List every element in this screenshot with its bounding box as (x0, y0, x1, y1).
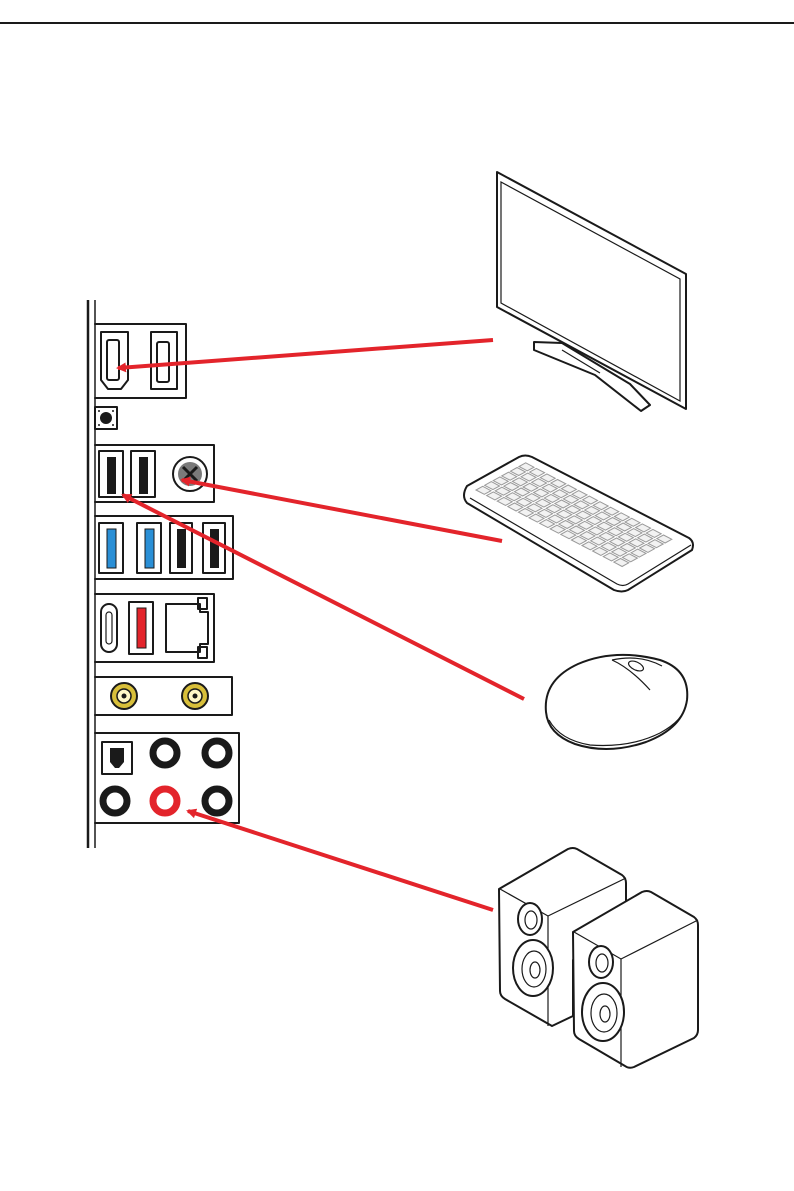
monitor-icon (497, 172, 686, 411)
rear-io-panel (88, 300, 239, 848)
optical-spdif-port-icon (102, 742, 132, 774)
keyboard-icon (464, 456, 693, 592)
audio-jack-icon (153, 789, 177, 813)
usb-port-icon (99, 523, 123, 573)
clear-cmos-button-icon (95, 407, 117, 429)
video-port-block (95, 324, 186, 398)
connection-arrows (118, 340, 524, 910)
arrow-monitor-to-hdmi (118, 340, 493, 368)
audio-jack-icon (103, 789, 127, 813)
audio-jack-icon (205, 741, 229, 765)
arrow-mouse-to-usb (123, 495, 524, 699)
hdmi-port-icon (101, 332, 128, 389)
speakers-icon (499, 848, 698, 1068)
usb-port-icon (203, 523, 225, 573)
audio-jack-icon (205, 789, 229, 813)
wifi-antenna-block (95, 677, 232, 715)
audio-jack-icon (153, 741, 177, 765)
usb-port-icon (129, 602, 153, 654)
audio-block (95, 733, 239, 823)
displayport-icon (151, 332, 177, 389)
arrow-speakers-to-line-out (188, 811, 493, 910)
usb-port-icon (99, 451, 123, 497)
usb-port-icon (131, 451, 155, 497)
lan-port-icon (166, 598, 208, 658)
mouse-icon (546, 655, 688, 749)
ps2-port-icon (173, 457, 207, 491)
arrow-keyboard-to-ps2 (182, 480, 502, 541)
usb3-row (95, 516, 233, 579)
usb-c-port-icon (101, 604, 117, 652)
usbc-lan-block (95, 594, 214, 662)
usb2-ps2-block (95, 445, 214, 502)
wifi-antenna-connector-icon (182, 683, 208, 709)
wifi-antenna-connector-icon (111, 683, 137, 709)
usb-port-icon (137, 523, 161, 573)
